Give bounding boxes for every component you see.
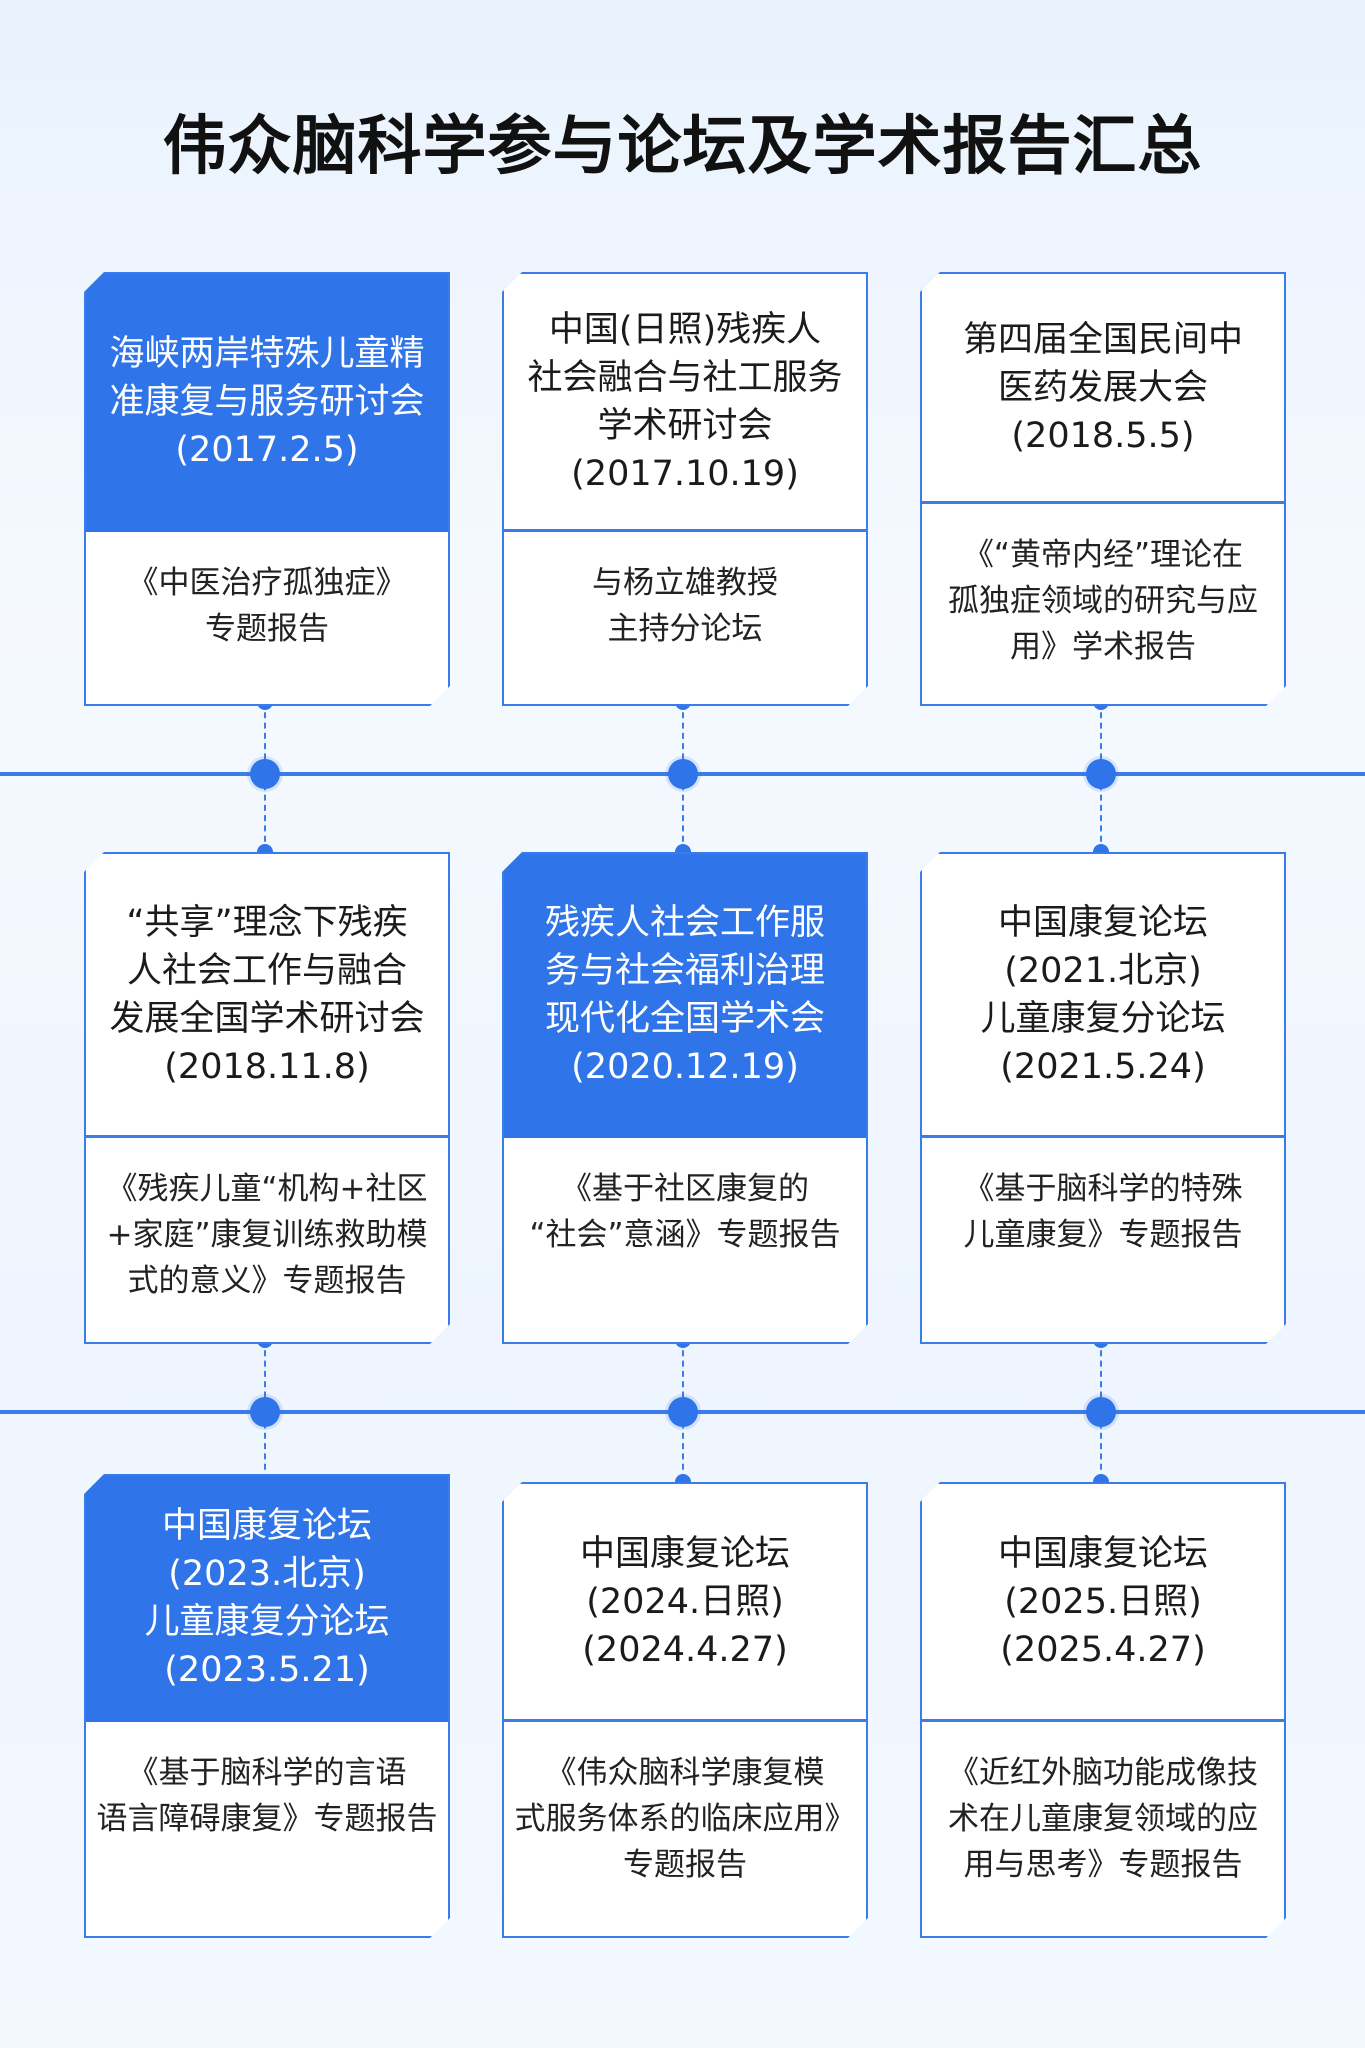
event-report: 《伟众脑科学康复模 式服务体系的临床应用》 专题报告 <box>514 1755 856 1883</box>
timeline-node <box>668 1397 698 1427</box>
event-report: 《残疾儿童“机构+社区 +家庭”康复训练救助模 式的意义》专题报告 <box>106 1171 428 1299</box>
event-date: (2024.4.27) <box>582 1629 788 1670</box>
event-card-2020-social-work: 残疾人社会工作服 务与社会福利治理 现代化全国学术会 (2020.12.19) … <box>502 852 868 1344</box>
event-card-2025-rizhao: 中国康复论坛 (2025.日照) (2025.4.27) 《近红外脑功能成像技 … <box>920 1482 1286 1938</box>
event-card-2018-tcm: 第四届全国民间中 医药发展大会 (2018.5.5) 《“黄帝内经”理论在 孤独… <box>920 272 1286 706</box>
timeline-node <box>250 1397 280 1427</box>
event-report: 《基于脑科学的言语 语言障碍康复》专题报告 <box>96 1755 438 1837</box>
event-title: 中国康复论坛 (2021.北京) 儿童康复分论坛 <box>980 902 1226 1039</box>
event-card-2017-rizhao: 中国(日照)残疾人 社会融合与社工服务 学术研讨会 (2017.10.19) 与… <box>502 272 868 706</box>
event-title: 中国康复论坛 (2023.北京) 儿童康复分论坛 <box>144 1505 390 1642</box>
event-title: 残疾人社会工作服 务与社会福利治理 现代化全国学术会 <box>544 902 825 1039</box>
event-date: (2018.11.8) <box>164 1046 370 1087</box>
event-card-header: 中国康复论坛 (2025.日照) (2025.4.27) <box>922 1484 1284 1722</box>
event-card-header: 中国康复论坛 (2023.北京) 儿童康复分论坛 (2023.5.21) <box>86 1476 448 1722</box>
event-title: 中国康复论坛 (2024.日照) <box>579 1533 790 1622</box>
event-title: 海峡两岸特殊儿童精 准康复与服务研讨会 <box>109 333 425 422</box>
event-report: 《“黄帝内经”理论在 孤独症领域的研究与应 用》学术报告 <box>948 537 1258 665</box>
event-title: 第四届全国民间中 医药发展大会 <box>962 319 1243 408</box>
event-date: (2025.4.27) <box>1000 1629 1206 1670</box>
event-card-2024-rizhao: 中国康复论坛 (2024.日照) (2024.4.27) 《伟众脑科学康复模 式… <box>502 1482 868 1938</box>
event-report: 与杨立雄教授 主持分论坛 <box>592 565 778 647</box>
event-report: 《基于脑科学的特殊 儿童康复》专题报告 <box>963 1171 1243 1253</box>
event-card-header: 中国康复论坛 (2021.北京) 儿童康复分论坛 (2021.5.24) <box>922 854 1284 1138</box>
event-card-header: 残疾人社会工作服 务与社会福利治理 现代化全国学术会 (2020.12.19) <box>504 854 866 1138</box>
event-card-header: 海峡两岸特殊儿童精 准康复与服务研讨会 (2017.2.5) <box>86 274 448 532</box>
event-title: “共享”理念下残疾 人社会工作与融合 发展全国学术研讨会 <box>109 902 425 1039</box>
event-title: 中国康复论坛 (2025.日照) <box>997 1533 1208 1622</box>
event-report: 《基于社区康复的 “社会”意涵》专题报告 <box>529 1171 841 1253</box>
event-card-header: 中国康复论坛 (2024.日照) (2024.4.27) <box>504 1484 866 1722</box>
event-report: 《中医治疗孤独症》 专题报告 <box>127 565 407 647</box>
event-card-2018-share: “共享”理念下残疾 人社会工作与融合 发展全国学术研讨会 (2018.11.8)… <box>84 852 450 1344</box>
timeline-node <box>1086 759 1116 789</box>
event-title: 中国(日照)残疾人 社会融合与社工服务 学术研讨会 <box>527 309 843 446</box>
event-card-2021-beijing: 中国康复论坛 (2021.北京) 儿童康复分论坛 (2021.5.24) 《基于… <box>920 852 1286 1344</box>
event-card-header: 第四届全国民间中 医药发展大会 (2018.5.5) <box>922 274 1284 504</box>
event-date: (2018.5.5) <box>1011 415 1195 456</box>
event-card-2023-beijing: 中国康复论坛 (2023.北京) 儿童康复分论坛 (2023.5.21) 《基于… <box>84 1474 450 1938</box>
page-title: 伟众脑科学参与论坛及学术报告汇总 <box>162 110 1203 184</box>
event-card-2017-haixia: 海峡两岸特殊儿童精 准康复与服务研讨会 (2017.2.5) 《中医治疗孤独症》… <box>84 272 450 706</box>
timeline-node <box>1086 1397 1116 1427</box>
event-date: (2017.2.5) <box>175 429 359 470</box>
timeline-node <box>668 759 698 789</box>
event-date: (2023.5.21) <box>164 1649 370 1690</box>
event-date: (2020.12.19) <box>571 1046 799 1087</box>
event-date: (2017.10.19) <box>571 453 799 494</box>
event-card-header: “共享”理念下残疾 人社会工作与融合 发展全国学术研讨会 (2018.11.8) <box>86 854 448 1138</box>
timeline-node <box>250 759 280 789</box>
event-report: 《近红外脑功能成像技 术在儿童康复领域的应 用与思考》专题报告 <box>948 1755 1258 1883</box>
event-date: (2021.5.24) <box>1000 1046 1206 1087</box>
event-card-header: 中国(日照)残疾人 社会融合与社工服务 学术研讨会 (2017.10.19) <box>504 274 866 532</box>
